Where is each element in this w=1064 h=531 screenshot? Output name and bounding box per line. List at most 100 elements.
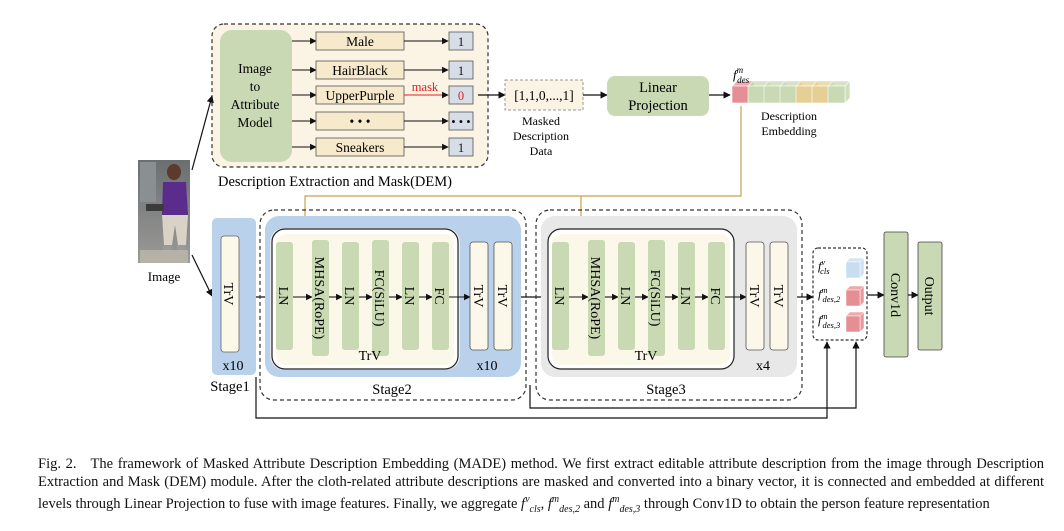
embedding-cube-1: [747, 85, 766, 104]
embedding-cube-3: [779, 85, 798, 104]
i2a-line-0: Image: [238, 61, 272, 76]
linear-projection: [607, 76, 709, 116]
image-to-attribute-model: [220, 30, 292, 162]
stage2-block-0: [276, 242, 293, 350]
stage1-name: Stage1: [210, 379, 249, 395]
caption-sep: ,: [540, 495, 545, 512]
dem-title: Description Extraction and Mask(DEM): [218, 174, 452, 190]
stage3-block-label-0: LN: [551, 287, 566, 306]
stage1-repeat: x10: [223, 359, 244, 374]
description-embedding: [731, 80, 851, 104]
feature-cube-0: [845, 261, 861, 279]
stage3-block-label-2: LN: [617, 287, 632, 306]
attr-label-0: Male: [346, 34, 374, 49]
attr-bit-1: 1: [458, 64, 464, 78]
feature-cube-1: [845, 289, 861, 307]
stage3-side-label-1: TrV: [770, 285, 785, 308]
masked-desc-line-2: Data: [530, 144, 553, 158]
stage3-block-3: [648, 240, 665, 356]
stage2-block-5: [432, 242, 449, 350]
caption-math-fdes2: fmdes,2: [547, 494, 580, 515]
attr-bit-2: 0: [458, 89, 464, 103]
conv1d-label: Conv1d: [887, 273, 902, 317]
attr-bit-box-1: [448, 60, 474, 80]
attr-label-1: HairBlack: [332, 63, 388, 78]
stage2-block-label-0: LN: [275, 287, 290, 306]
stage3-side-block-0: [745, 241, 765, 351]
stage2-block-label-5: FC: [431, 287, 446, 304]
stage2-block-label-2: LN: [341, 287, 356, 306]
attr-bit-3: • • •: [451, 115, 470, 129]
stage3-block-2: [618, 242, 635, 350]
attr-bit-4: 1: [458, 141, 464, 155]
stage1-trv-block: [220, 235, 240, 353]
stage3-block-label-1: MHSA(RoPE): [587, 257, 602, 340]
i2a-line-1: to: [250, 79, 261, 94]
linear-proj-line-1: Projection: [628, 98, 688, 114]
stage3-side-block-1: [769, 241, 789, 351]
stage3-repeat: x4: [756, 359, 770, 374]
attr-bit-0: 1: [458, 35, 464, 49]
stage3-side-label-0: TrV: [746, 285, 761, 308]
caption-text-1: The framework of Masked Attribute Descri…: [38, 456, 1044, 512]
desc-emb-line-1: Embedding: [761, 124, 816, 138]
stage2-block-1: [312, 240, 329, 356]
output-label: Output: [921, 277, 936, 316]
caption-and: and: [583, 495, 605, 512]
attr-bit-box-3: [448, 111, 474, 131]
stage2-block-label-1: MHSA(RoPE): [311, 257, 326, 340]
stage3-blocks: LN MHSA(RoPE) LN FC(SiLU) LN FC TrV TrV: [551, 240, 789, 356]
stage2-repeat: x10: [477, 359, 498, 374]
stage3-name: Stage3: [646, 382, 685, 398]
skip-stage2-to-features: [529, 341, 860, 409]
stage2-block-3: [372, 240, 389, 356]
attr-label-2: UpperPurple: [326, 88, 395, 103]
figure-caption: Fig. 2. The framework of Masked Attribut…: [38, 456, 1044, 518]
embedding-cube-6: [827, 85, 846, 104]
stage3-block-5: [708, 242, 725, 350]
caption-fig-label: Fig. 2.: [38, 456, 77, 472]
stage2-block-4: [402, 242, 419, 350]
stage2-trv-label: TrV: [359, 349, 382, 364]
caption-math-fdes3: fmdes,3: [608, 494, 641, 515]
attr-label-4: Sneakers: [336, 140, 385, 155]
output-block: [917, 241, 943, 351]
mask-label: mask: [412, 80, 439, 94]
embedding-cube-2: [763, 85, 782, 104]
stage3-block-label-4: LN: [677, 287, 692, 306]
stage3-block-0: [552, 242, 569, 350]
masked-desc-line-1: Description: [513, 129, 569, 143]
input-image: [138, 160, 190, 263]
image-label: Image: [148, 269, 181, 284]
stage1: TrV x10 Stage1: [210, 218, 256, 395]
stage1-trv-label: TrV: [220, 283, 235, 306]
desc-emb-line-0: Description: [761, 109, 817, 123]
skip-stage1-to-features: [255, 341, 831, 419]
stage2-side-label-1: TrV: [494, 285, 509, 308]
stage2-side-block-0: [469, 241, 489, 351]
attr-bit-box-4: [448, 137, 474, 157]
attr-bit-box-2: [448, 85, 474, 105]
stage2-block-2: [342, 242, 359, 350]
stage3-block-label-3: FC(SiLU): [647, 270, 662, 327]
stage2-side-block-1: [493, 241, 513, 351]
caption-math-fcls: fvcls: [521, 494, 541, 515]
linear-proj-line-0: Linear: [639, 80, 677, 96]
masked-vector-box: [504, 79, 584, 111]
stage3-block-label-5: FC: [707, 287, 722, 304]
i2a-line-2: Attribute: [231, 97, 280, 112]
attr-label-3: • • •: [350, 114, 371, 129]
arrow-image-to-stage1: [191, 254, 213, 297]
embedding-cube-5: [811, 85, 830, 104]
